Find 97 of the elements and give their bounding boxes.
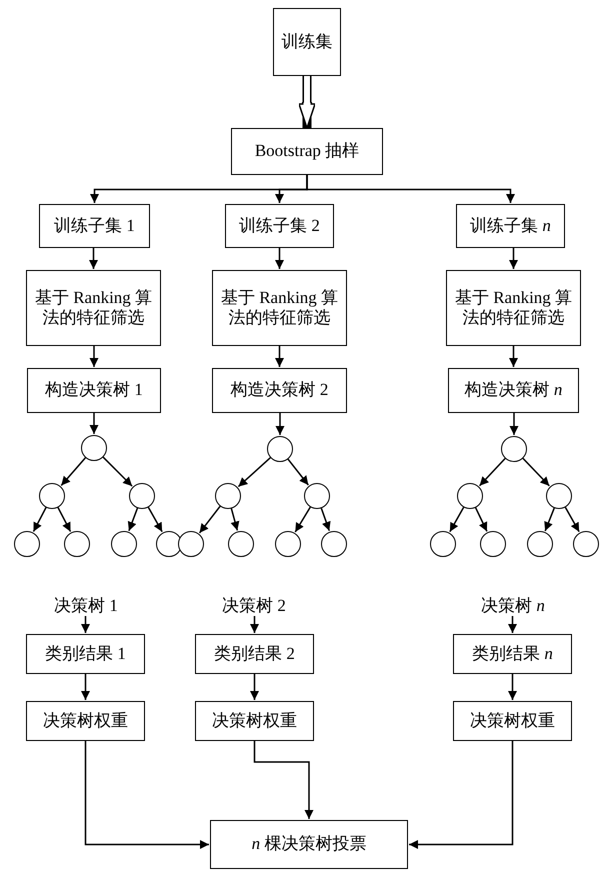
tree-node-circle — [14, 531, 40, 557]
arrow — [57, 507, 72, 532]
arrow — [254, 741, 314, 819]
process-box — [448, 368, 579, 413]
tree-node-circle — [215, 483, 241, 509]
tree-node-circle — [228, 531, 254, 557]
node-label: 决策树权重 — [43, 710, 128, 732]
process-box — [195, 634, 314, 674]
tree-node-circle — [304, 483, 330, 509]
arrow — [449, 506, 464, 532]
node-label: 类别结果 n — [472, 644, 553, 664]
process-box — [212, 368, 347, 413]
arrow — [320, 508, 331, 532]
node-label: 训练集 — [282, 32, 332, 52]
arrow — [409, 741, 514, 849]
process-box — [210, 820, 408, 869]
arrow — [275, 346, 284, 367]
tree-node-circle — [178, 531, 204, 557]
arrow — [230, 508, 240, 531]
node-label: 基于 Ranking 算法的特征筛选 — [220, 288, 340, 328]
node-label: 决策树 n — [481, 594, 545, 616]
node-label: 构造决策树 2 — [230, 380, 328, 401]
process-box — [39, 204, 150, 248]
arrow — [510, 413, 518, 435]
tree-node-circle — [480, 531, 506, 557]
node-label: 训练子集 2 — [239, 216, 320, 236]
arrow — [306, 175, 515, 203]
process-box — [273, 8, 341, 76]
tree-node-circle — [501, 436, 527, 462]
tree-node-circle — [573, 531, 599, 557]
process-box — [231, 128, 383, 175]
node-label: 构造决策树 n — [464, 380, 562, 401]
node-label: 训练子集 1 — [54, 216, 135, 236]
node-label: n 棵决策树投票 — [252, 834, 366, 855]
arrow — [90, 346, 98, 367]
node-label: 训练子集 n — [470, 216, 551, 236]
node-label: Bootstrap 抽样 — [254, 141, 360, 162]
arrow — [84, 741, 209, 849]
arrow — [238, 457, 271, 488]
arrow — [509, 248, 518, 269]
tree-node-circle — [39, 483, 65, 509]
arrow — [198, 506, 221, 534]
node-label: 决策树权重 — [470, 710, 555, 732]
tree-node-circle — [546, 483, 572, 509]
tree-node-circle — [457, 483, 483, 509]
node-label: 基于 Ranking 算法的特征筛选 — [34, 288, 154, 328]
arrow — [90, 413, 98, 434]
tree-node-circle — [81, 435, 107, 461]
node-label: 基于 Ranking 算法的特征筛选 — [454, 288, 574, 328]
arrow — [508, 616, 517, 633]
process-box — [453, 634, 572, 674]
arrow — [474, 507, 488, 532]
tree-node-circle — [111, 531, 137, 557]
arrow — [522, 458, 550, 486]
arrow — [564, 506, 580, 532]
process-box — [446, 270, 581, 346]
tree-node-circle — [64, 531, 90, 557]
process-box — [456, 204, 565, 248]
arrow — [128, 508, 138, 532]
process-box — [212, 270, 347, 346]
process-box — [26, 270, 161, 346]
arrow — [102, 456, 133, 487]
arrow — [81, 616, 90, 633]
arrow — [250, 674, 259, 700]
arrow — [81, 674, 90, 700]
arrow — [250, 616, 259, 633]
node-label: 类别结果 1 — [45, 644, 126, 664]
process-box — [453, 701, 572, 741]
node-label: 构造决策树 1 — [45, 380, 143, 401]
tree-node-circle — [129, 483, 155, 509]
process-box — [26, 634, 145, 674]
tree-node-circle — [156, 531, 182, 557]
process-box — [195, 701, 314, 741]
arrow — [479, 458, 506, 486]
tree-node-circle — [430, 531, 456, 557]
arrow — [287, 458, 309, 486]
arrow — [32, 507, 47, 532]
arrow — [508, 674, 517, 700]
node-label: 决策树 2 — [222, 594, 286, 616]
arrow — [148, 506, 163, 532]
tree-node-circle — [275, 531, 301, 557]
process-box — [26, 701, 145, 741]
arrow — [294, 506, 311, 532]
process-box — [225, 204, 334, 248]
tree-node-circle — [527, 531, 553, 557]
node-label: 决策树 1 — [54, 594, 118, 616]
arrow — [509, 346, 518, 367]
node-label: 决策树权重 — [212, 710, 297, 732]
arrow — [89, 248, 98, 269]
tree-node-circle — [321, 531, 347, 557]
arrow — [276, 413, 284, 435]
tree-node-circle — [267, 436, 293, 462]
node-label: 类别结果 2 — [214, 644, 295, 664]
arrow — [275, 248, 284, 269]
arrow — [544, 508, 555, 532]
process-box — [27, 368, 161, 413]
arrow — [60, 457, 86, 486]
